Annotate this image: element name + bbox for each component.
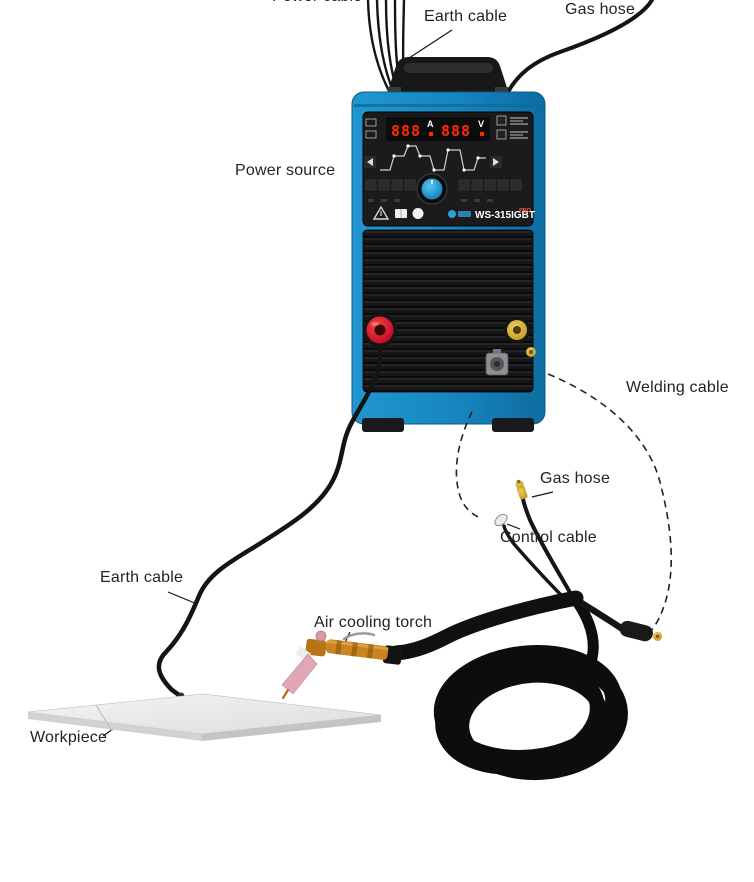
welding-machine: 888 A 888 V xyxy=(351,57,546,432)
control-cable-branch xyxy=(502,524,568,602)
control-cable-plug xyxy=(494,513,508,527)
earth-connector-red xyxy=(363,313,397,347)
waveform-graphic xyxy=(364,144,502,172)
control-socket xyxy=(485,349,509,376)
gas-control-dashed-path xyxy=(455,411,481,519)
warning-icon xyxy=(372,205,390,220)
control-panel: 888 A 888 V xyxy=(362,111,535,227)
manual-icon xyxy=(395,209,407,218)
torch-cable-sheath xyxy=(388,590,584,661)
label-air-cooling-torch: Air cooling torch xyxy=(314,614,433,631)
torch-nozzle xyxy=(281,646,318,700)
panel-right-icons xyxy=(496,115,528,140)
gas-outlet-fitting xyxy=(526,347,536,357)
model-badge: PRO xyxy=(519,208,532,214)
torch-lever xyxy=(342,632,376,641)
label-control-cable: Control cable xyxy=(500,529,597,546)
label-workpiece: Workpiece xyxy=(30,729,108,746)
torch-body xyxy=(305,638,403,665)
gas-hose-branch xyxy=(521,497,574,598)
label-power-cable: Power cable xyxy=(272,0,362,6)
label-earth-cable-top: Earth cable xyxy=(424,8,508,25)
torch-cable-coil xyxy=(433,645,628,781)
amp-unit-label: A xyxy=(427,119,434,129)
torch-back-cap xyxy=(315,630,327,642)
front-vent-panel xyxy=(362,229,534,393)
certification-mark-icon xyxy=(412,208,424,219)
label-gas-hose-mid: Gas hose xyxy=(540,470,611,487)
welding-cable-dashed-path xyxy=(547,373,673,639)
weld-seam xyxy=(95,704,113,732)
welding-cable-connector xyxy=(619,620,663,642)
panel-buttons xyxy=(365,179,522,191)
gas-hose-fitting xyxy=(515,479,528,500)
earth-cable-line xyxy=(156,343,383,698)
panel-left-icons xyxy=(365,118,377,139)
gas-hose-top-line xyxy=(505,0,654,96)
workpiece-plate xyxy=(27,693,382,741)
label-gas-hose-top: Gas hose xyxy=(565,1,636,18)
dashed-connection-paths xyxy=(455,373,673,639)
brand-logo-icon xyxy=(448,210,471,218)
control-knob xyxy=(416,173,448,205)
torch-assembly xyxy=(281,479,663,781)
model-text: WS-315IGBT xyxy=(475,210,535,221)
machine-foot-right xyxy=(492,418,534,432)
welding-connector-brass xyxy=(504,317,530,343)
machine-foot-left xyxy=(362,418,404,432)
label-earth-cable-left: Earth cable xyxy=(100,569,184,586)
label-power-source: Power source xyxy=(235,162,336,179)
volt-unit-label: V xyxy=(478,119,484,129)
label-welding-cable: Welding cable xyxy=(626,379,729,396)
display-bezel xyxy=(386,117,490,141)
panel-button-marks xyxy=(368,199,493,202)
volt-display: 888 xyxy=(441,122,471,140)
amp-display: 888 xyxy=(391,122,421,140)
